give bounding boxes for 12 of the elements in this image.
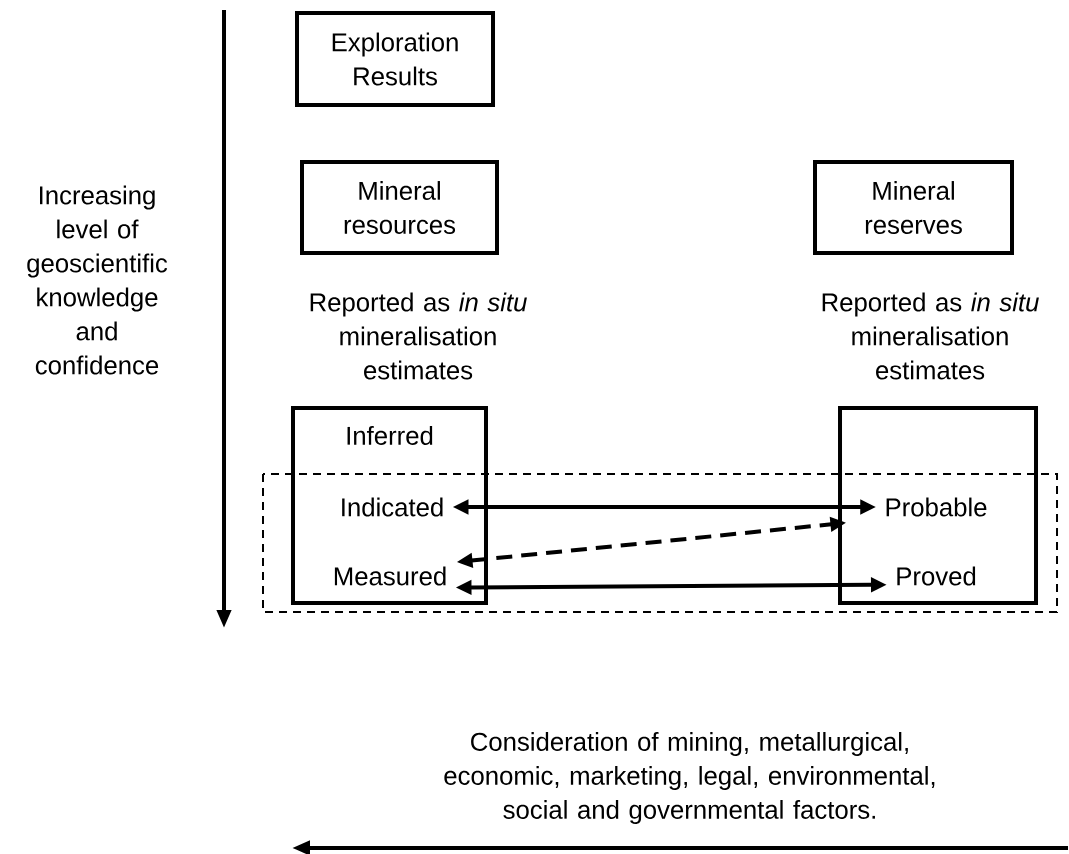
note-text: Reported as in situ mineralisation estimates xyxy=(310,292,527,380)
category-label: Measured xyxy=(334,566,446,586)
note-text: Consideration of mining, metallurgical, economic, marketing, legal, environmental, social and governmental factors. xyxy=(444,732,935,824)
category-box xyxy=(838,406,1038,605)
note-text: Reported as in situ mineralisation estimates xyxy=(822,292,1039,380)
process-box: Mineral resources xyxy=(300,160,499,255)
process-box: Exploration Results xyxy=(295,11,495,107)
process-box: Mineral reserves xyxy=(813,160,1014,255)
category-label: Probable xyxy=(886,497,987,517)
note-text: Increasing level of geoscientific knowledge and confidence xyxy=(27,185,168,375)
category-label: Indicated xyxy=(342,497,443,517)
category-label: Proved xyxy=(897,566,976,586)
